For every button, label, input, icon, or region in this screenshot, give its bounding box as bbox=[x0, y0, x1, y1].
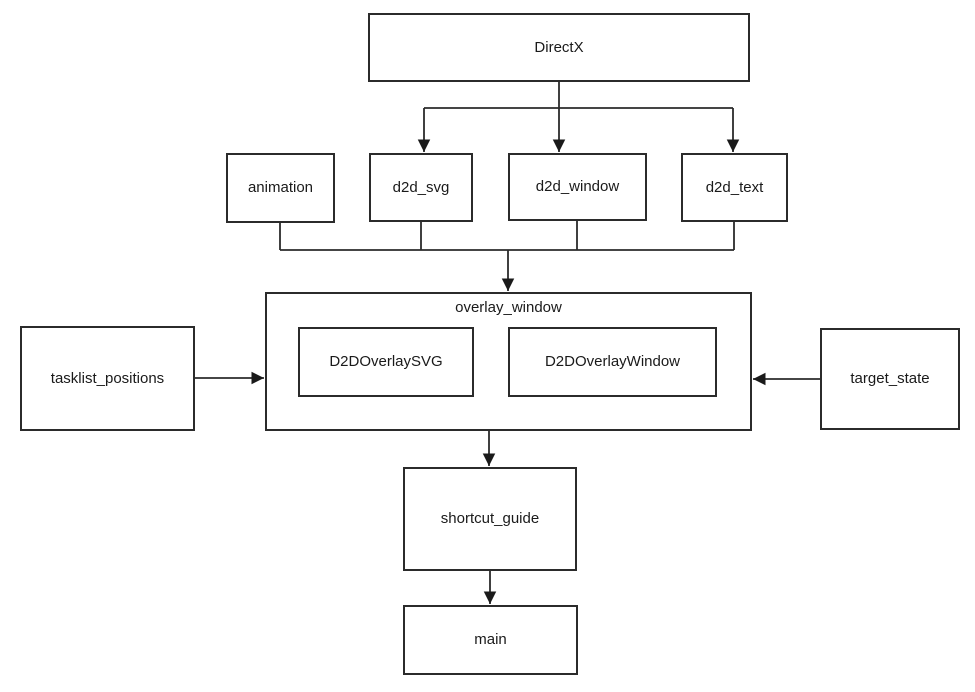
edge-row2-bus bbox=[279, 221, 735, 251]
node-animation: animation bbox=[226, 153, 335, 223]
node-label: d2d_window bbox=[535, 178, 620, 195]
node-directx: DirectX bbox=[368, 13, 750, 82]
node-d2d-text: d2d_text bbox=[681, 153, 788, 222]
node-d2d-overlay-window: D2DOverlayWindow bbox=[508, 327, 717, 397]
node-label: D2DOverlaySVG bbox=[329, 353, 443, 370]
node-d2d-svg: d2d_svg bbox=[369, 153, 473, 222]
node-label: main bbox=[474, 631, 507, 648]
node-main: main bbox=[403, 605, 578, 675]
node-d2d-window: d2d_window bbox=[508, 153, 647, 221]
node-label: overlay_window bbox=[455, 299, 562, 316]
node-tasklist-positions: tasklist_positions bbox=[20, 326, 195, 431]
node-label: animation bbox=[247, 179, 314, 196]
node-shortcut-guide: shortcut_guide bbox=[403, 467, 577, 571]
node-label: shortcut_guide bbox=[440, 510, 540, 527]
node-label: d2d_svg bbox=[392, 178, 450, 196]
node-label: DirectX bbox=[534, 38, 584, 56]
node-label: target_state bbox=[850, 370, 930, 387]
node-label: tasklist_positions bbox=[50, 369, 165, 387]
node-label: d2d_text bbox=[705, 178, 764, 196]
node-d2d-overlay-svg: D2DOverlaySVG bbox=[298, 327, 474, 397]
edge-directx-bus bbox=[424, 82, 733, 109]
node-target-state: target_state bbox=[820, 328, 960, 430]
node-label: D2DOverlayWindow bbox=[544, 353, 681, 370]
